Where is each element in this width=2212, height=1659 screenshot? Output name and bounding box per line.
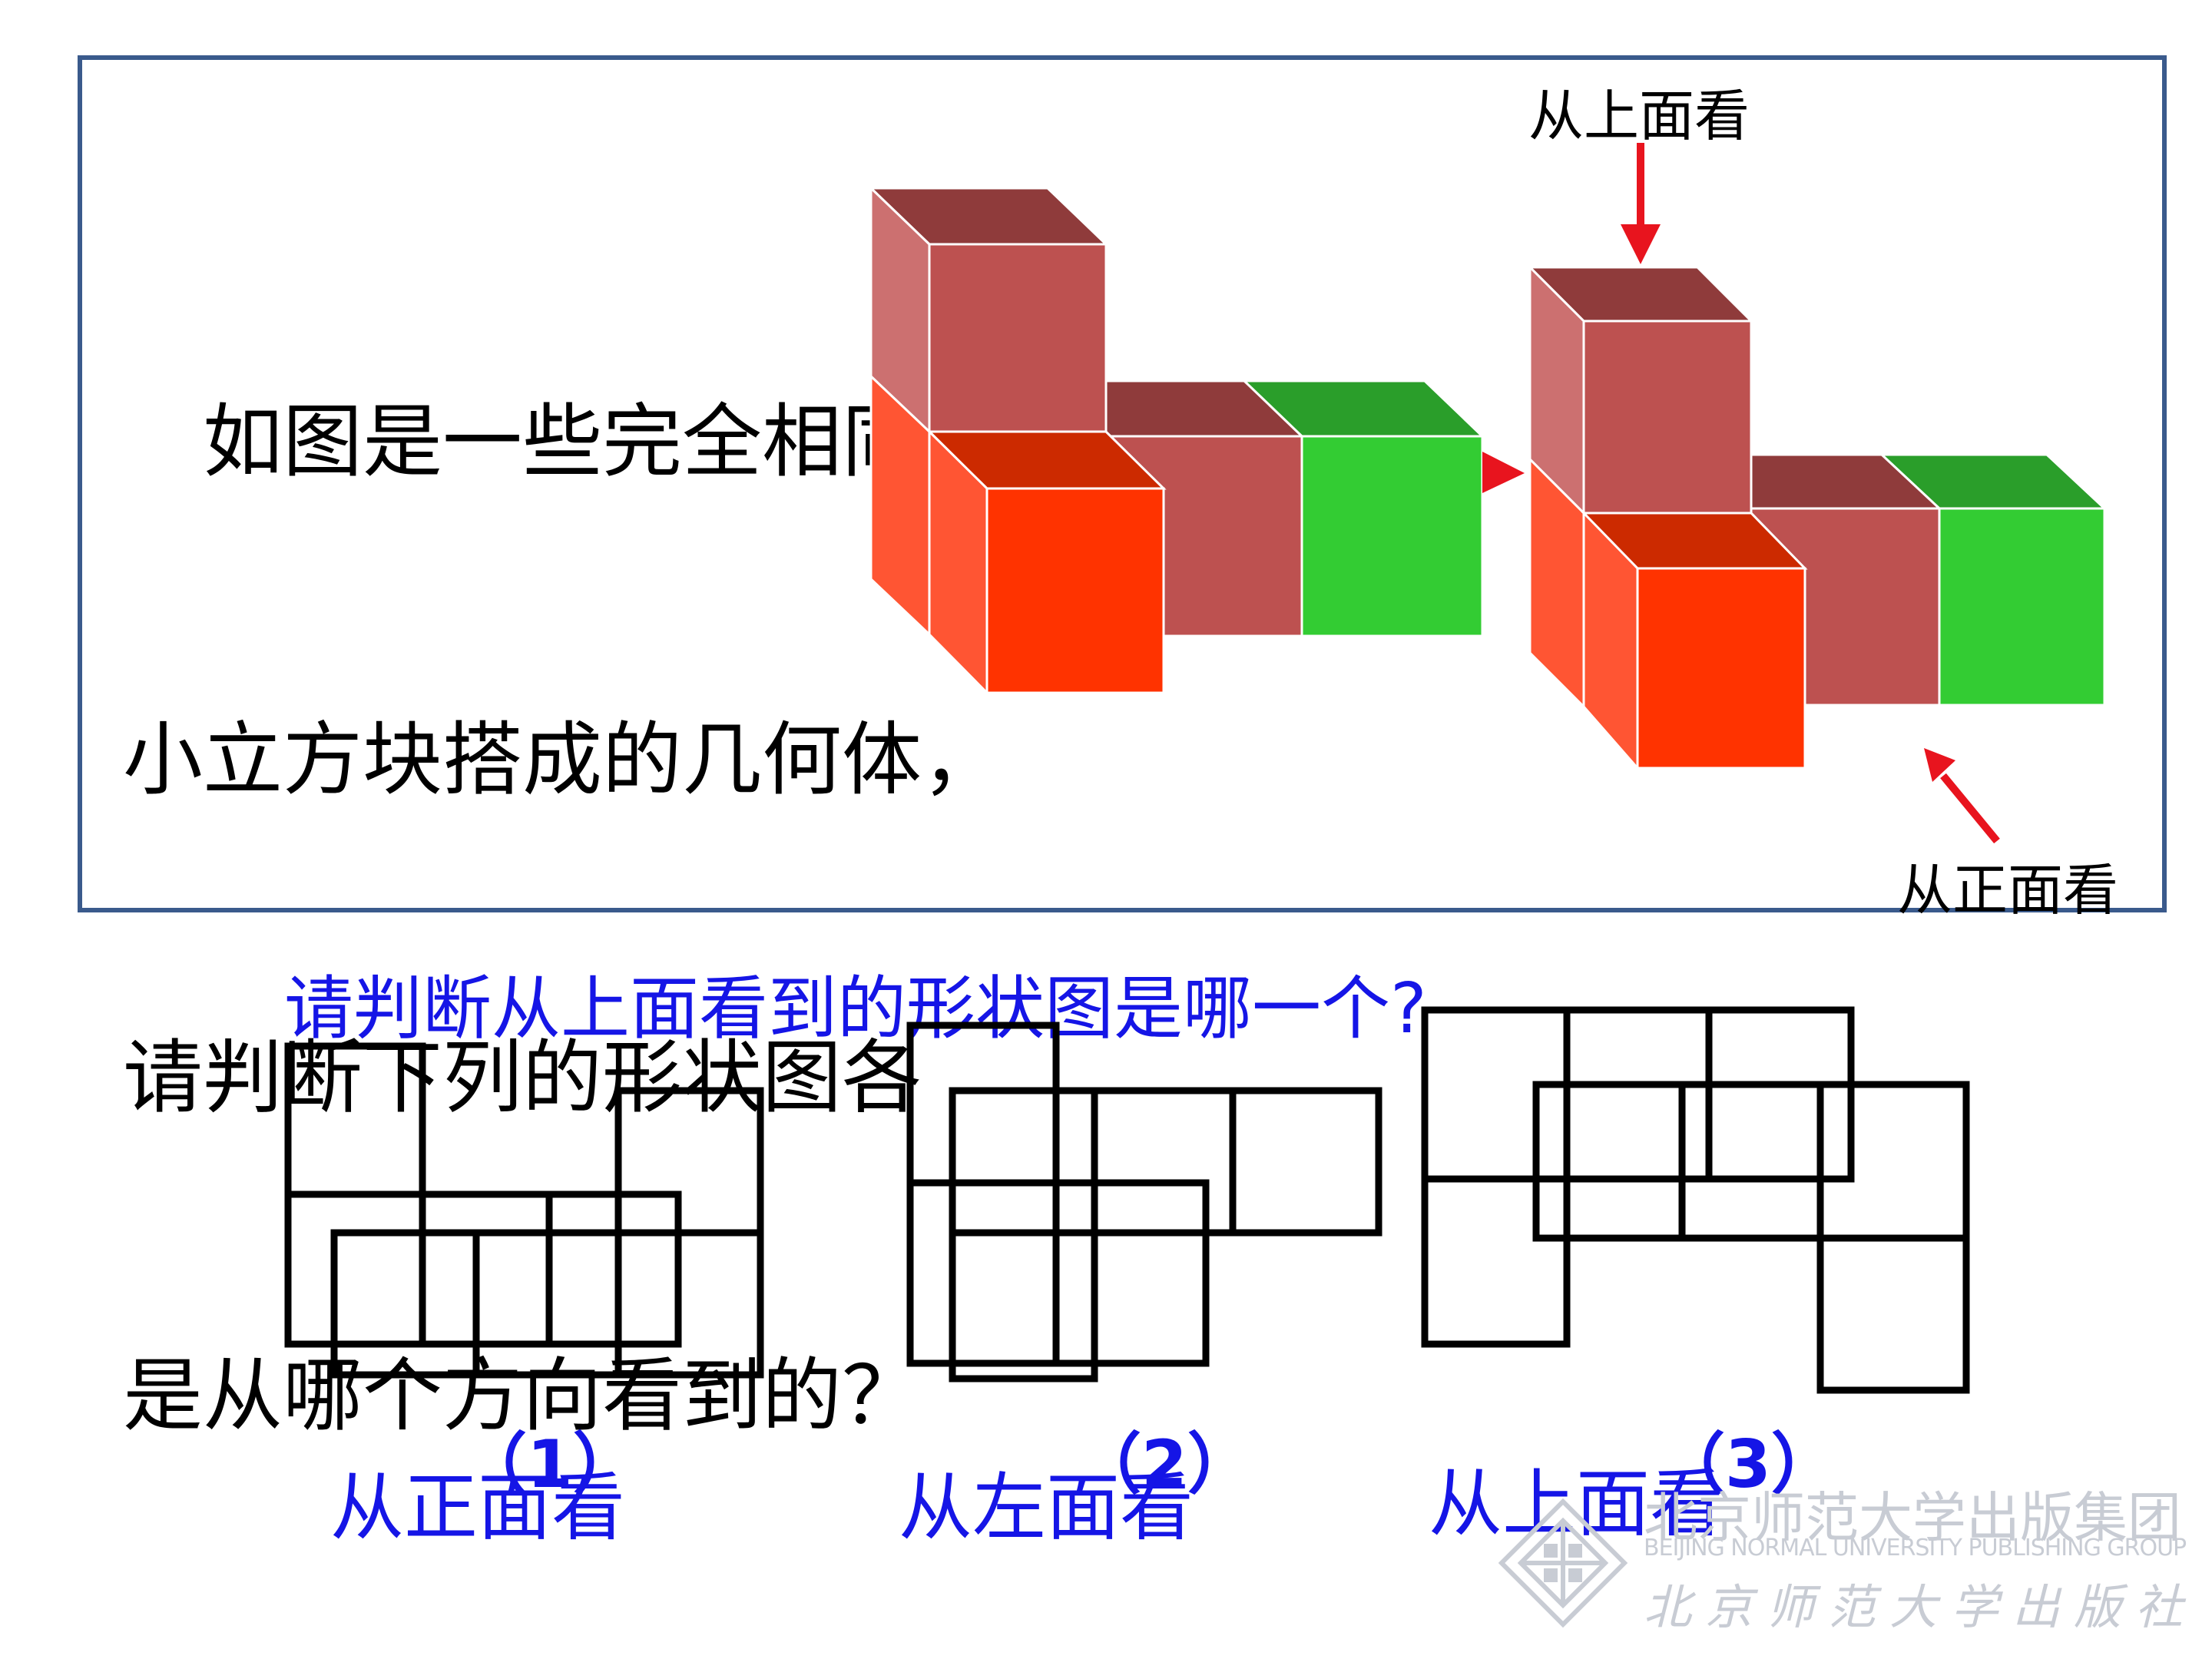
option-1-diagram [284, 1042, 764, 1379]
option-1-view: 从正面看 [330, 1465, 625, 1551]
solid-left [868, 185, 1485, 696]
option-3-diagram [1421, 1006, 1970, 1394]
opt3-rect [1816, 1234, 1970, 1394]
top-view-label: 从上面看 [1528, 84, 1750, 148]
cube-orange-front-face-2 [1636, 567, 1806, 770]
intro-text: 如图是一些完全相同的 小立方块搭成的几何体， 请判断下列的形状图各 是从哪个方向… [123, 177, 1121, 1555]
intro-line-1: 如图是一些完全相同的 [123, 395, 1002, 488]
option-2-diagram [906, 1022, 1382, 1382]
top-view-arrow-icon [1621, 143, 1661, 264]
intro-line-3: 请判断下列的形状图各 [123, 1031, 922, 1124]
option-2-number: （2） [1075, 1426, 1253, 1503]
opt2-rect [949, 1229, 1098, 1382]
intro-line-2: 小立方块搭成的几何体， [123, 713, 1002, 806]
opt3-rect [1421, 1175, 1571, 1348]
intro-line-4: 是从哪个方向看到的？ [123, 1349, 922, 1442]
publisher-name-en: BEIJING NORMAL UNIVERSITY PUBLISHING GRO… [1644, 1535, 2187, 1561]
cube-orange-front-face [985, 487, 1165, 694]
option-2-view: 从左面看 [899, 1465, 1194, 1551]
opt2-rect [949, 1087, 1382, 1237]
publisher-watermark: 北京师范大学出版集团 BEIJING NORMAL UNIVERSITY PUB… [1498, 1475, 2189, 1644]
opt1-rect [284, 1190, 682, 1348]
front-view-label: 从正面看 [1897, 858, 2119, 922]
option-3-number: （3） [1659, 1426, 1837, 1503]
opt2-rect [906, 1022, 1060, 1367]
option-1-number: （1） [461, 1426, 639, 1503]
solid-right [1527, 264, 2108, 771]
opt3-rect [1421, 1006, 1855, 1183]
question-text: 请判断从上面看到的形状图是哪一个? [284, 969, 1427, 1049]
publisher-logo-icon [1498, 1498, 1628, 1628]
connector-arrow-icon [1482, 452, 1525, 493]
publisher-name-cn: 北京师范大学出版集团 [1644, 1486, 2181, 1549]
publisher-name-script: 北京师范大学出版社 [1644, 1579, 2197, 1635]
opt3-rect [1532, 1081, 1970, 1242]
front-view-arrow-icon [1924, 748, 2000, 844]
opt2-rect [906, 1179, 1210, 1367]
